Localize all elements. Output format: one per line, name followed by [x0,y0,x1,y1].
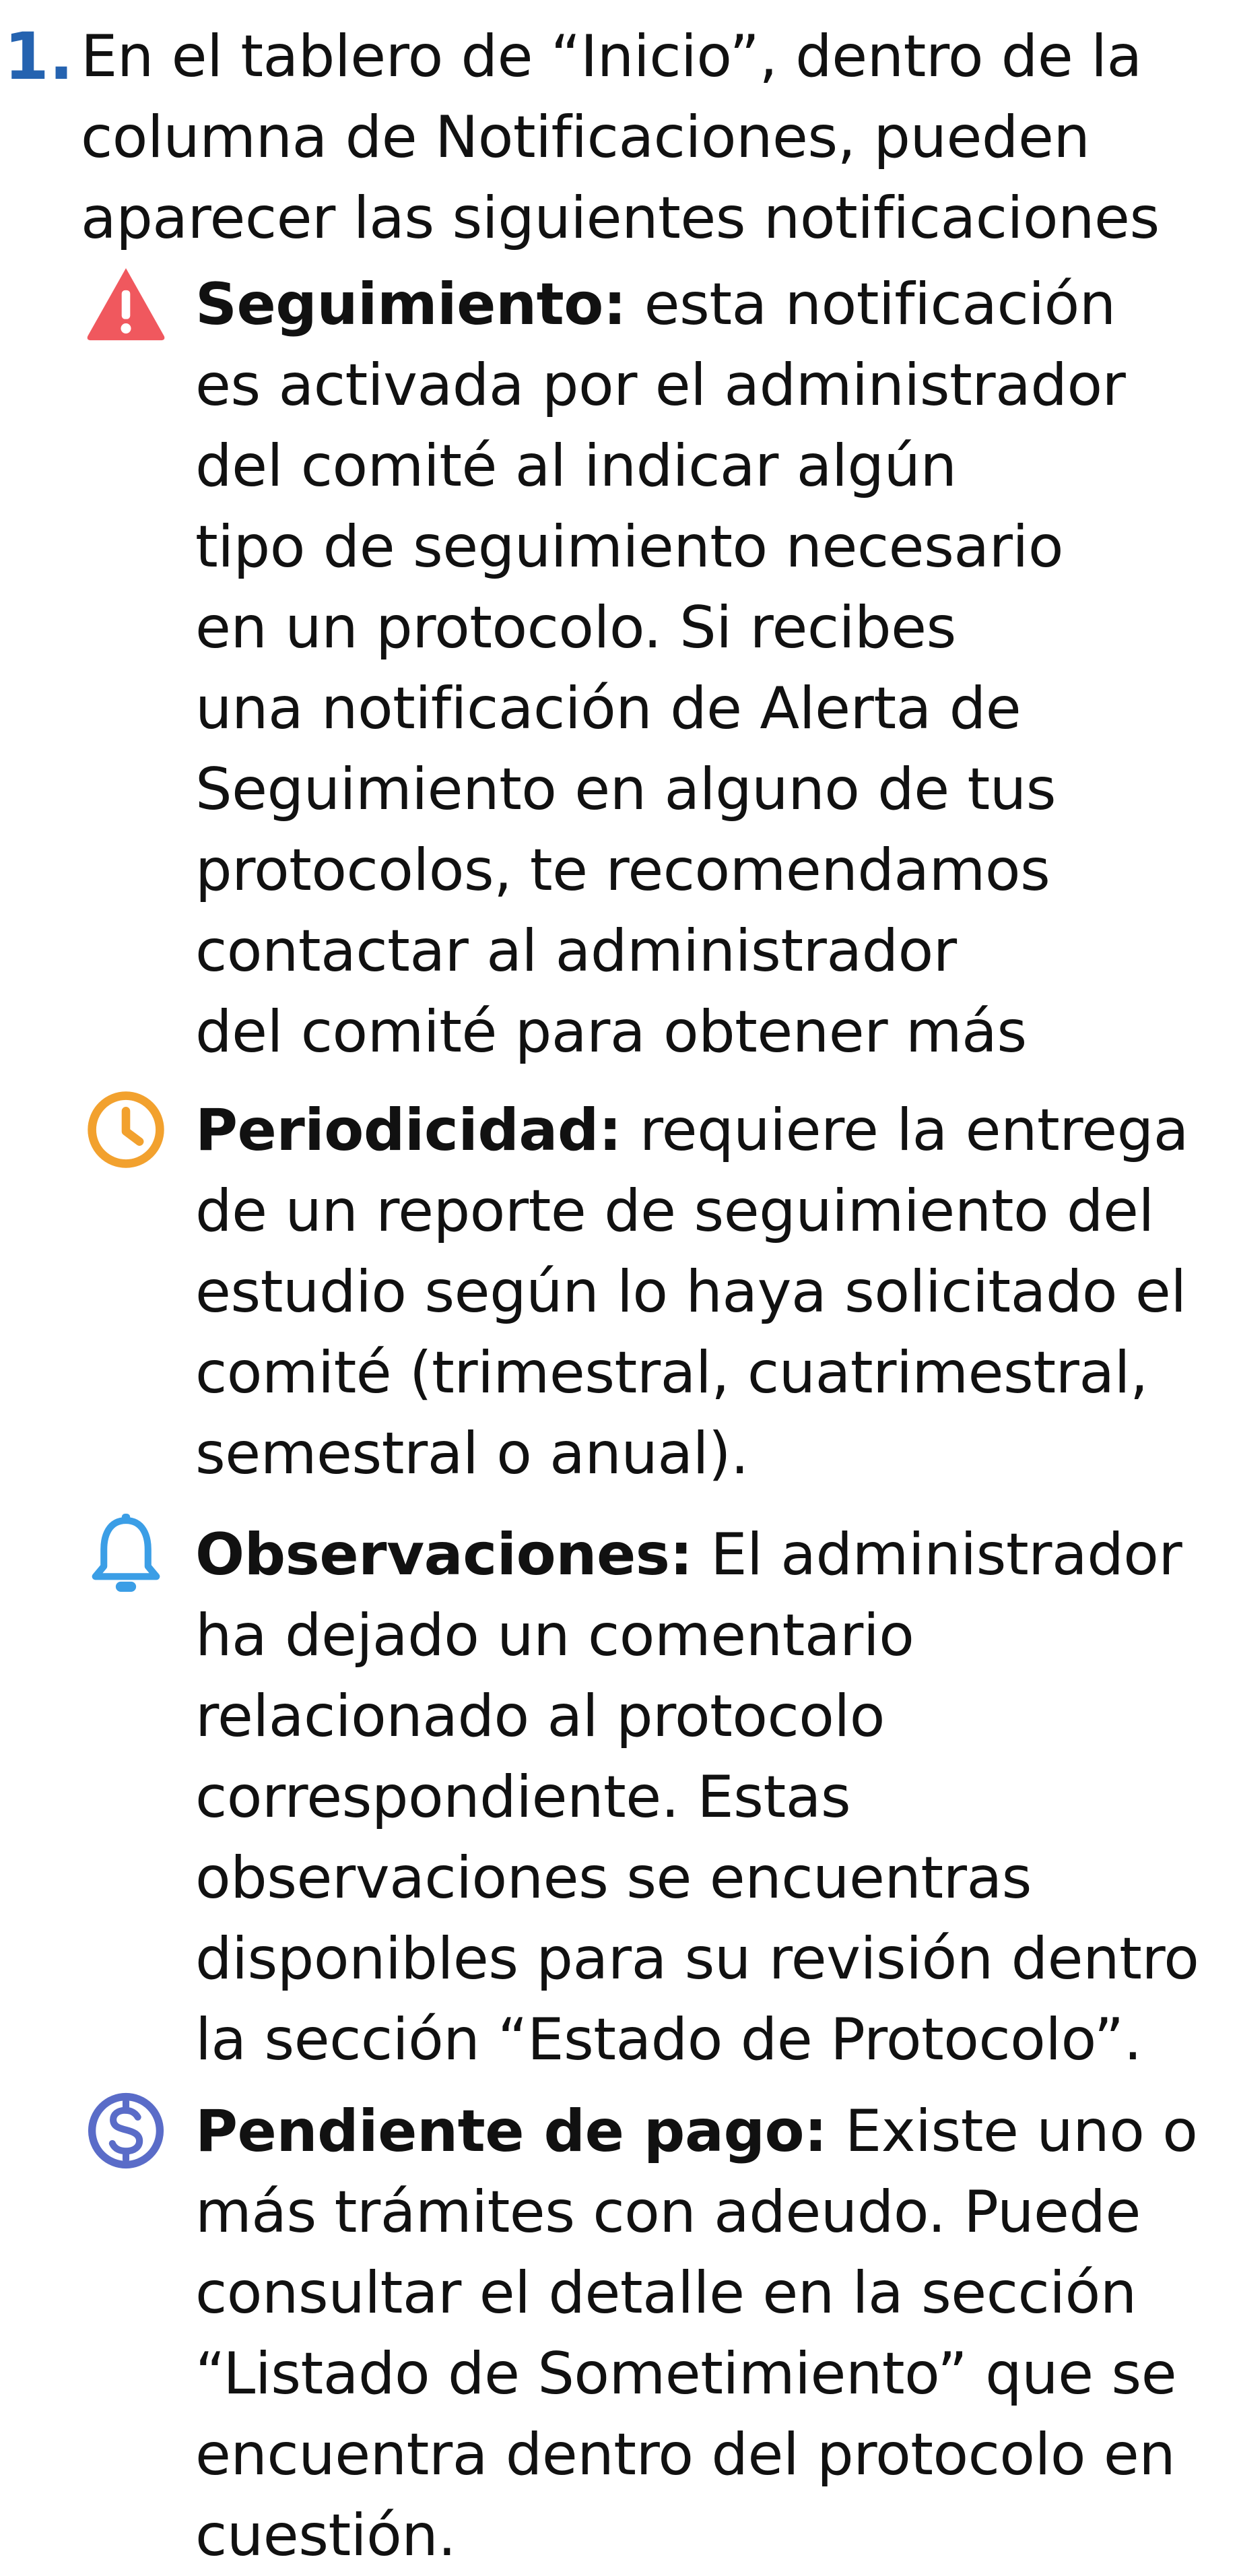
notification-first-line: Observaciones: El administrador [195,1514,1232,1595]
notification-text: requiere la entrega [621,1097,1189,1164]
notification-line: en un protocolo. Si recibes [195,594,956,662]
notification-line: disponibles para su revisión dentro [195,1925,1199,1993]
notification-line: correspondiente. Estas [195,1764,851,1831]
notification-line: más trámites con adeudo. Puede [195,2179,1141,2246]
intro-line: En el tablero de “Inicio”, dentro de la [81,23,1142,90]
notification-line: una notificación de Alerta de [195,675,1022,742]
notification-line: del comité al indicar algún [195,432,957,500]
intro-paragraph: En el tablero de “Inicio”, dentro de la … [81,16,1226,259]
notification-first-line: Periodicidad: requiere la entrega [195,1090,1232,1171]
intro-line: aparecer las siguientes notificaciones [81,185,1160,252]
notification-line: del comité para obtener más [195,998,1027,1066]
notification-line: semestral o anual). [195,1420,749,1487]
notification-title: Seguimiento: [195,271,626,338]
notification-line: relacionado al protocolo [195,1683,885,1750]
notification-line: de un reporte de seguimiento del [195,1178,1154,1245]
notification-text: El administrador [692,1521,1182,1588]
notification-line: consultar el detalle en la sección [195,2259,1137,2327]
warning-triangle-icon [87,268,165,341]
notification-line: ha dejado un comentario [195,1602,914,1669]
notification-line: estudio según lo haya solicitado el [195,1258,1186,1326]
dollar-circle-icon [88,2092,164,2169]
notification-text: esta notificación [626,271,1116,338]
notification-title: Periodicidad: [195,1097,622,1164]
notification-line: Seguimiento en alguno de tus [195,756,1057,823]
notification-first-line: Seguimiento: esta notificación [195,264,1232,345]
intro-line: columna de Notificaciones, pueden [81,104,1090,171]
notification-line: observaciones se encuentras [195,1844,1032,1912]
notification-line: tipo de seguimiento necesario [195,513,1063,581]
clock-icon [88,1091,164,1168]
notification-line: protocolos, te recomendamos [195,837,1050,904]
notification-line: “Listado de Sometimiento” que se [195,2340,1177,2408]
notification-line: contactar al administrador [195,917,957,985]
notification-line: la sección “Estado de Protocolo”. [195,2006,1142,2073]
notification-line: es activada por el administrador [195,352,1126,419]
notification-line: encuentra dentro del protocolo en [195,2421,1176,2488]
notification-line: cuestión. [195,2502,457,2569]
list-number: 1. [4,19,74,94]
notification-text: Existe uno o [827,2098,1198,2165]
notification-line: comité (trimestral, cuatrimestral, [195,1339,1148,1407]
notification-title: Pendiente de pago: [195,2098,828,2165]
notification-title: Observaciones: [195,1521,693,1588]
bell-icon [92,1514,160,1592]
notification-first-line: Pendiente de pago: Existe uno o [195,2091,1232,2172]
